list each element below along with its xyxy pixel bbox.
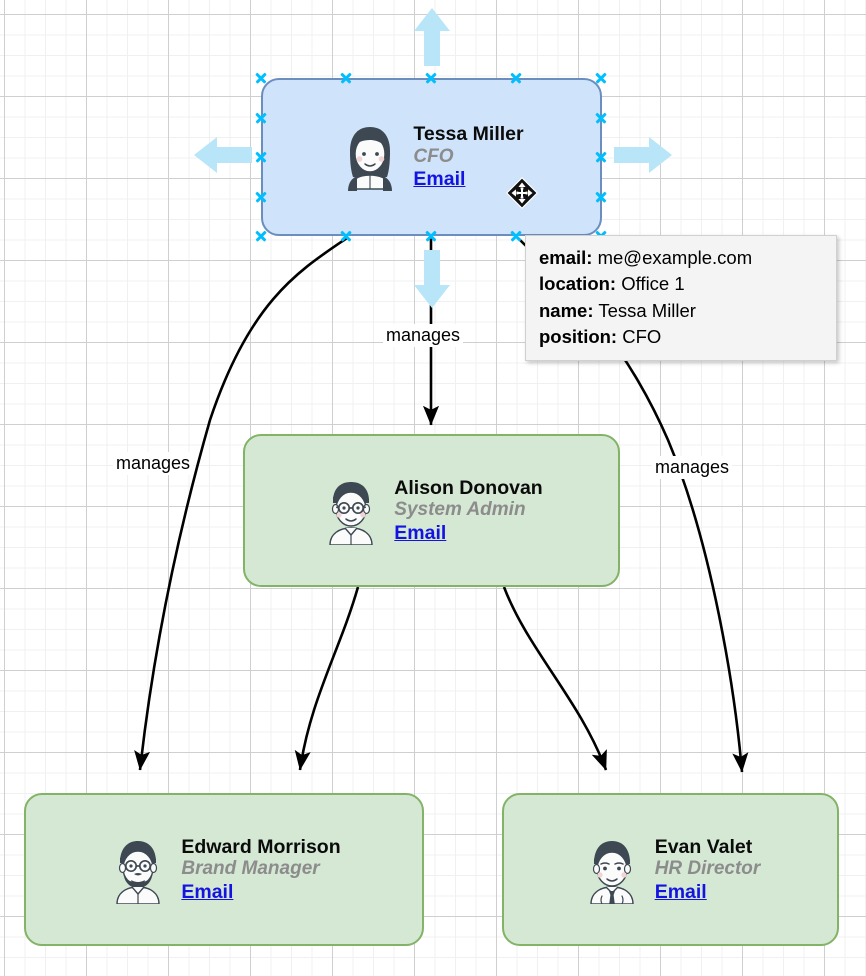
node-role: CFO bbox=[413, 145, 454, 167]
node-role: HR Director bbox=[654, 858, 761, 880]
edge-label-manages-right: manages bbox=[652, 456, 733, 479]
tooltip-key: name: bbox=[539, 299, 594, 321]
node-edward-morrison[interactable]: Edward Morrison Brand Manager Email bbox=[24, 793, 424, 946]
edge-alison-evan bbox=[502, 586, 608, 771]
edge-alison-edward bbox=[294, 586, 360, 771]
direction-arrow-up[interactable] bbox=[411, 6, 453, 68]
tooltip-key: location: bbox=[539, 273, 617, 295]
node-text-column: Evan Valet HR Director Email bbox=[655, 836, 761, 903]
direction-arrow-down[interactable] bbox=[411, 248, 453, 310]
email-link[interactable]: Email bbox=[654, 880, 707, 903]
resize-handle-sw[interactable] bbox=[255, 230, 268, 243]
tooltip-row: position: CFO bbox=[539, 324, 824, 350]
node-name: Alison Donovan bbox=[394, 476, 543, 499]
resize-handle-ne[interactable] bbox=[595, 72, 608, 85]
tooltip-value: CFO bbox=[622, 325, 662, 347]
tooltip-value: Office 1 bbox=[621, 273, 685, 295]
direction-arrow-left[interactable] bbox=[192, 134, 254, 176]
resize-handle-e[interactable] bbox=[595, 151, 608, 164]
node-name: Tessa Miller bbox=[413, 123, 524, 146]
node-evan-valet[interactable]: Evan Valet HR Director Email bbox=[502, 793, 839, 946]
edge-label-manages-center: manages bbox=[383, 324, 464, 347]
node-tooltip: email: me@example.com location: Office 1… bbox=[525, 235, 837, 362]
woman-long-dark-hair-avatar-icon bbox=[348, 127, 393, 191]
direction-arrow-right[interactable] bbox=[612, 134, 674, 176]
resize-handle-n1[interactable] bbox=[340, 72, 353, 85]
email-link[interactable]: Email bbox=[181, 880, 234, 903]
node-text-column: Edward Morrison Brand Manager Email bbox=[181, 836, 340, 903]
tooltip-value: me@example.com bbox=[597, 247, 753, 268]
move-cursor-icon bbox=[506, 177, 538, 209]
connect-handle-w2[interactable] bbox=[255, 191, 268, 204]
resize-handle-n2[interactable] bbox=[510, 72, 523, 85]
node-role: Brand Manager bbox=[181, 858, 320, 880]
tooltip-value: Tessa Miller bbox=[598, 299, 696, 321]
node-text-column: Alison Donovan System Admin Email bbox=[394, 477, 542, 544]
resize-handle-w[interactable] bbox=[255, 151, 268, 164]
email-link[interactable]: Email bbox=[413, 168, 466, 191]
connect-handle-e1[interactable] bbox=[595, 112, 608, 125]
tooltip-key: email: bbox=[539, 247, 593, 268]
man-beard-glasses-avatar-icon bbox=[116, 840, 161, 904]
man-glasses-avatar-icon bbox=[329, 481, 373, 545]
email-link[interactable]: Email bbox=[394, 521, 447, 544]
connect-handle-w1[interactable] bbox=[255, 112, 268, 125]
tooltip-row: name: Tessa Miller bbox=[539, 298, 824, 324]
node-role: System Admin bbox=[394, 499, 526, 521]
resize-handle-nw[interactable] bbox=[255, 72, 268, 85]
man-tie-avatar-icon bbox=[590, 840, 634, 904]
resize-handle-s[interactable] bbox=[425, 230, 438, 243]
node-name: Evan Valet bbox=[654, 835, 753, 858]
tooltip-row: location: Office 1 bbox=[539, 271, 824, 297]
tooltip-row: email: me@example.com bbox=[539, 245, 824, 271]
node-name: Edward Morrison bbox=[181, 835, 341, 858]
node-tessa-miller[interactable]: Tessa Miller CFO Email bbox=[261, 78, 602, 236]
resize-handle-s1[interactable] bbox=[340, 230, 353, 243]
tooltip-key: position: bbox=[539, 325, 618, 347]
edge-label-manages-left: manages bbox=[113, 452, 194, 475]
connect-handle-e2[interactable] bbox=[595, 191, 608, 204]
node-alison-donovan[interactable]: Alison Donovan System Admin Email bbox=[243, 434, 620, 587]
resize-handle-n[interactable] bbox=[425, 72, 438, 85]
node-text-column: Tessa Miller CFO Email bbox=[413, 123, 523, 190]
resize-handle-s2[interactable] bbox=[510, 230, 523, 243]
